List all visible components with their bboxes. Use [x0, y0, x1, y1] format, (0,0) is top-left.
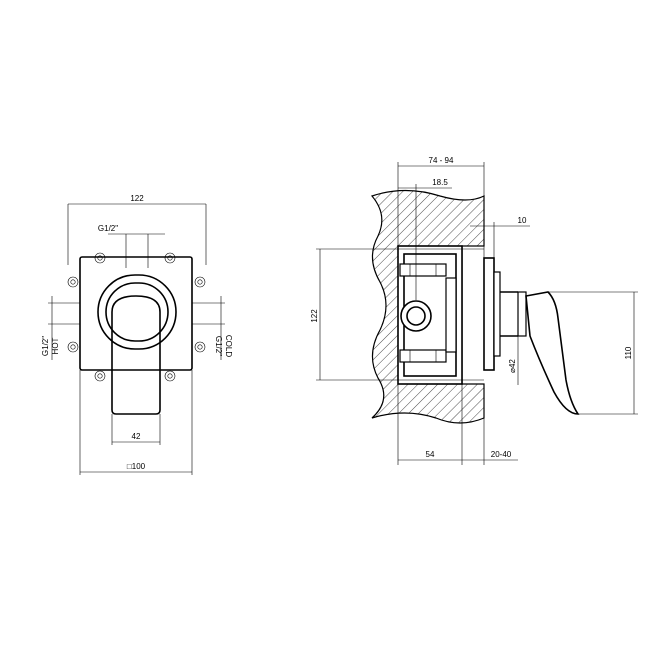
plate-size-label: □100 — [127, 462, 146, 471]
dim-side-height: 122 — [310, 248, 484, 381]
dim-plate-size: □100 — [79, 370, 193, 475]
body-depth-label: 54 — [426, 450, 435, 459]
mounting-screws — [67, 252, 206, 382]
dim-depth-range: 74 - 94 — [397, 156, 485, 258]
diameter-label: ⌀42 — [508, 359, 517, 373]
dim-body-depth: 54 — [397, 384, 463, 465]
dim-diameter: ⌀42 — [508, 292, 519, 385]
lever-width-label: 42 — [132, 432, 141, 441]
valve-body — [397, 245, 463, 385]
mixer-lever — [97, 274, 177, 415]
dim-front-width: 122 — [67, 194, 207, 265]
front-view: 122 G1/2" — [41, 194, 233, 475]
lever-height-label: 110 — [624, 346, 633, 359]
dim-top-inlet: G1/2" — [98, 224, 165, 268]
offset-label: 18.5 — [432, 178, 448, 187]
dim-offset: 18.5 — [398, 178, 452, 300]
top-inlet-label: G1/2" — [98, 224, 118, 233]
dim-left-inlet: G1/2" HOT — [41, 296, 80, 360]
right-inlet-sub: COLD — [224, 335, 233, 357]
side-lever — [525, 291, 580, 415]
left-inlet-label: G1/2" — [41, 336, 50, 356]
plate-thickness-label: 10 — [518, 216, 527, 225]
left-inlet-sub: HOT — [51, 337, 60, 354]
dim-front-width-label: 122 — [130, 194, 144, 203]
side-cover-plate — [483, 257, 527, 371]
dim-lever-height: 110 — [548, 291, 638, 415]
dim-plate-thickness: 10 — [470, 216, 530, 258]
wall-range-label: 20-40 — [491, 450, 512, 459]
depth-range-label: 74 - 94 — [429, 156, 454, 165]
dim-lever-width: 42 — [111, 414, 161, 445]
right-inlet-label: G1/2" — [214, 336, 223, 356]
side-height-label: 122 — [310, 309, 319, 323]
side-view: 74 - 94 18.5 10 122 ⌀42 — [310, 156, 638, 465]
dim-wall-range: 20-40 — [462, 418, 518, 465]
dim-right-inlet: G1/2" COLD — [192, 296, 233, 360]
